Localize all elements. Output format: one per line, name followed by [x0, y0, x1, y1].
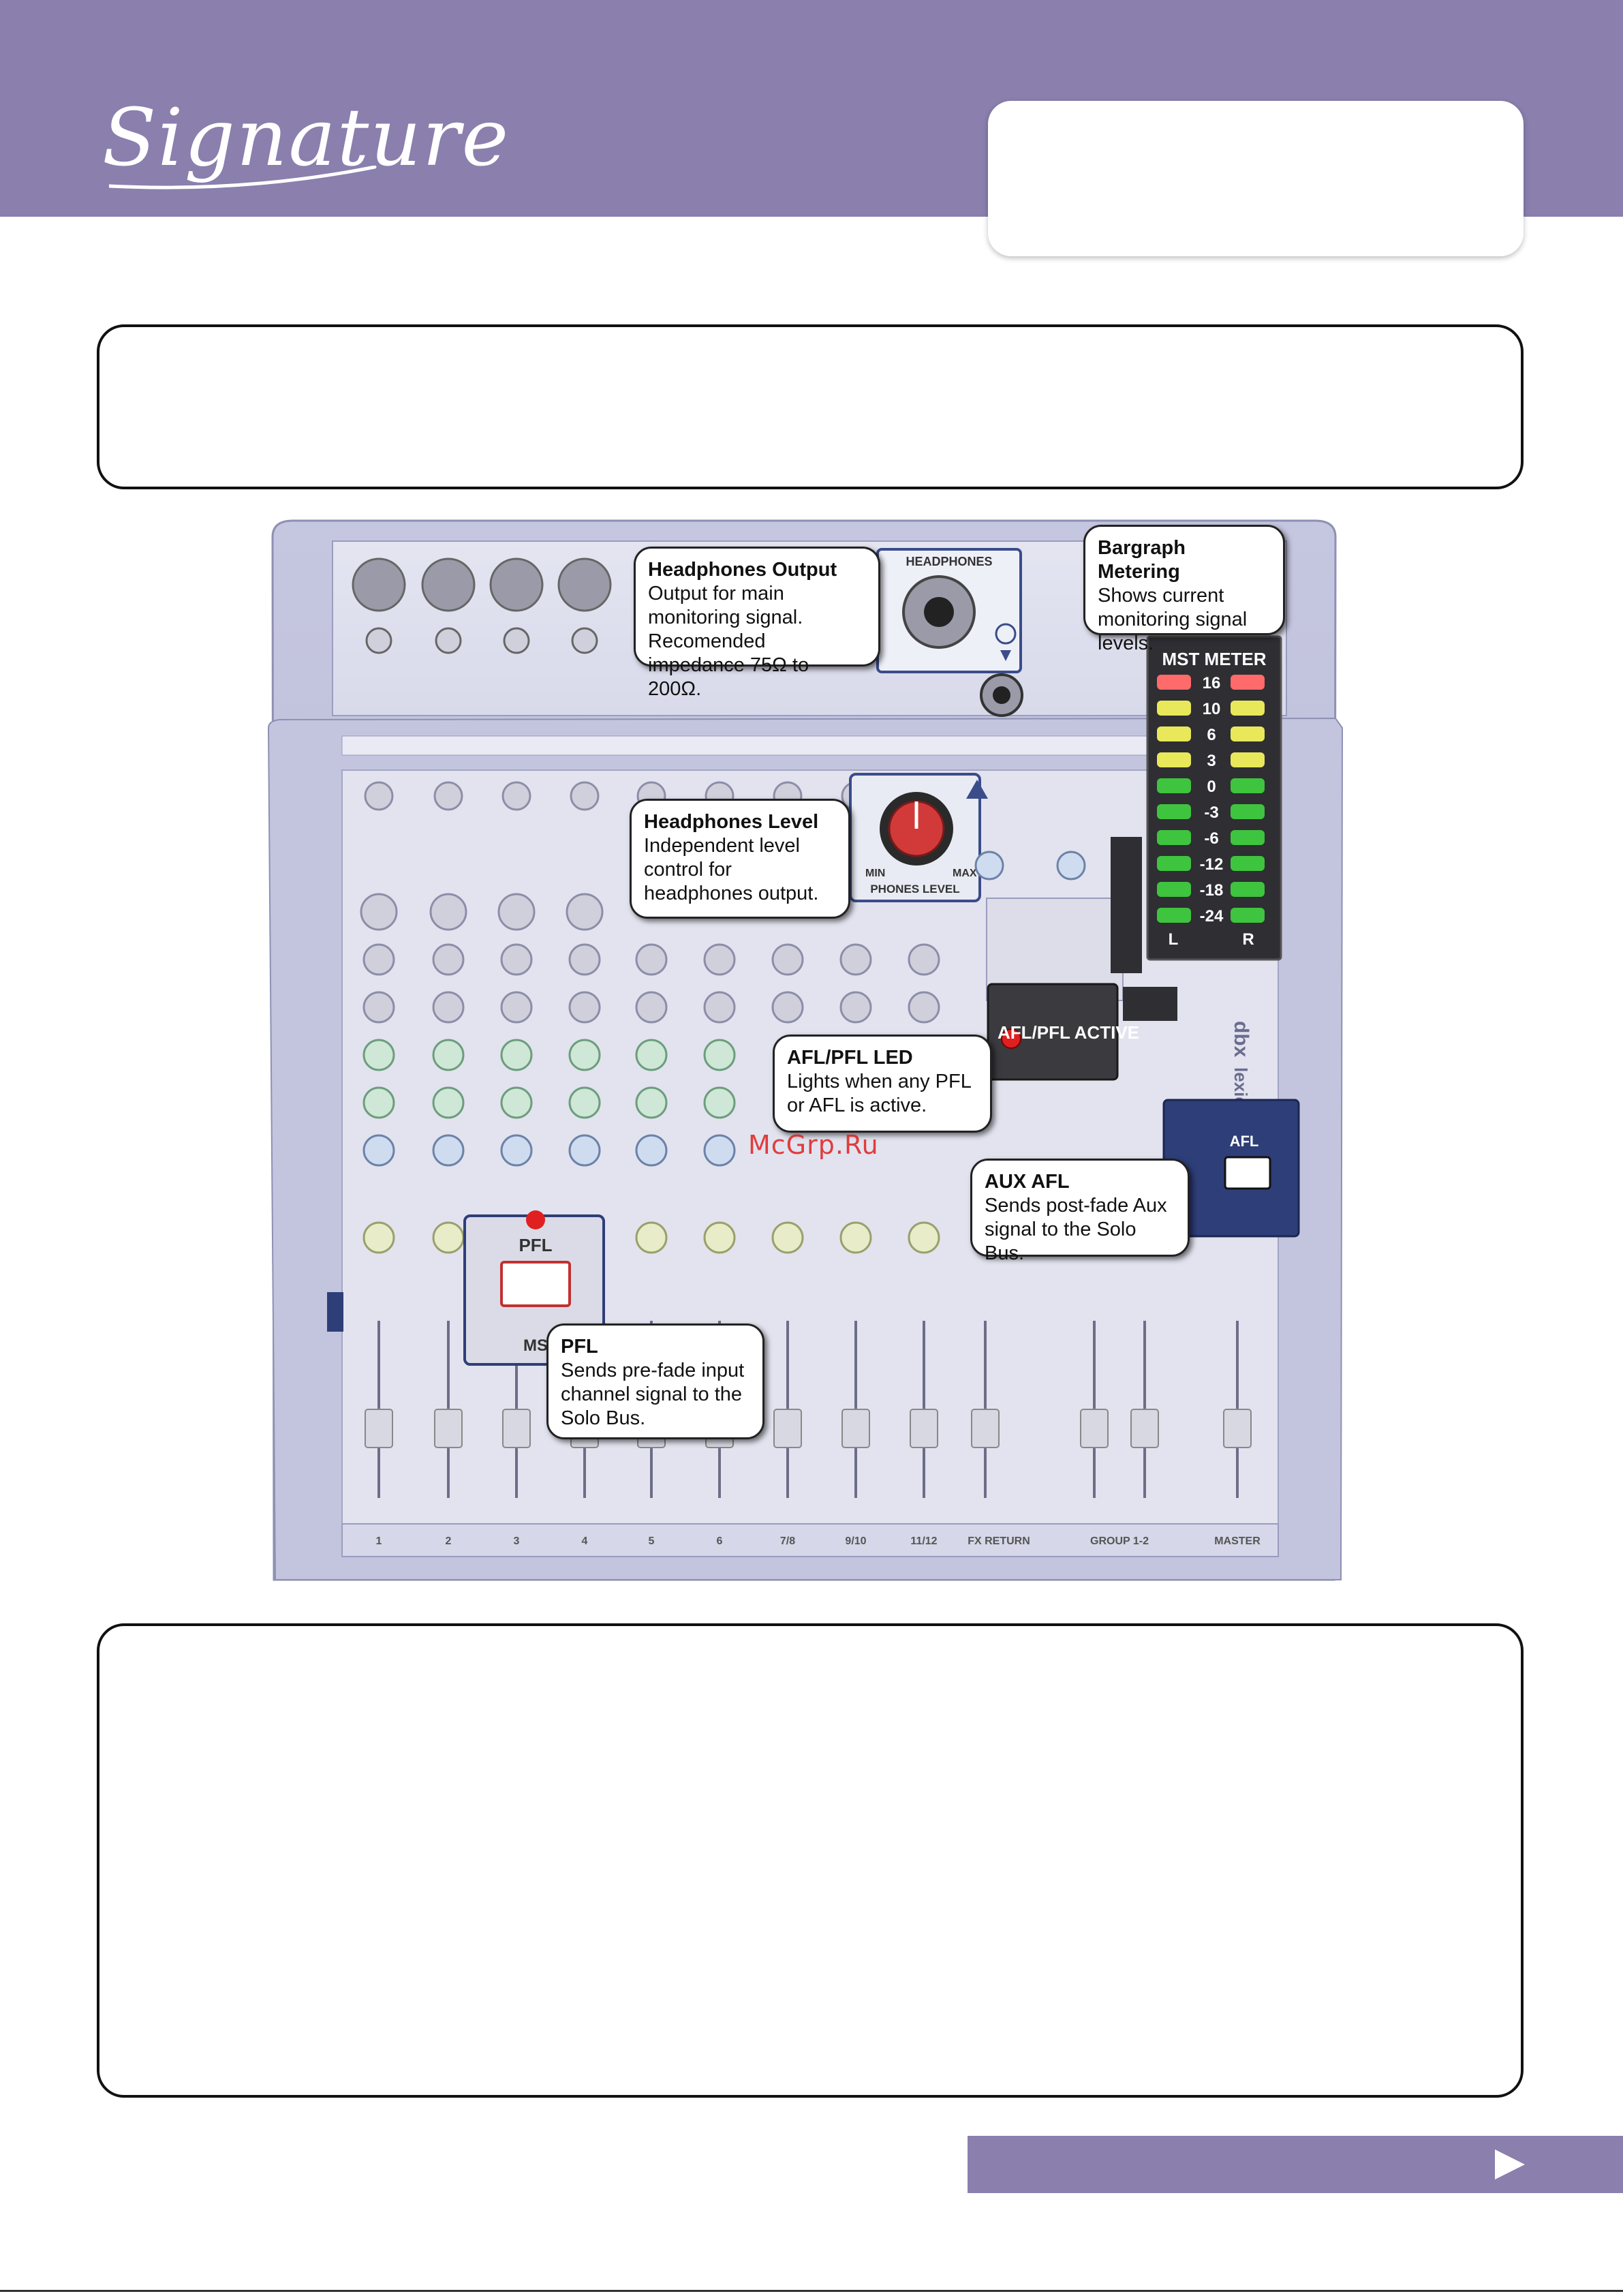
- meter-scale-minus3: -3: [1204, 803, 1218, 822]
- mst-meter-panel: [1146, 635, 1282, 961]
- meter-scale-minus24: -24: [1200, 907, 1224, 925]
- logo-text: Signature: [102, 92, 510, 184]
- strip-label-7-8: 7/8: [780, 1535, 795, 1547]
- pfl-button: [500, 1261, 571, 1307]
- callout-title: AFL/PFL LED: [787, 1047, 913, 1069]
- meter-left-label: L: [1169, 930, 1179, 949]
- next-page-bar[interactable]: [968, 2136, 1623, 2193]
- logo-swoosh-icon: [109, 166, 377, 189]
- afl-pfl-led-icon: [1001, 1028, 1021, 1049]
- pfl-panel-fragment: MS: [523, 1336, 548, 1355]
- strip-label-4: 4: [582, 1535, 588, 1547]
- strip-label-3: 3: [514, 1535, 520, 1547]
- meter-scale-0: 0: [1207, 778, 1216, 796]
- meter-right-label: R: [1242, 930, 1254, 949]
- afl-button: [1224, 1156, 1271, 1190]
- phones-min-label: MIN: [865, 868, 885, 879]
- afl-pfl-active-panel: [987, 983, 1119, 1081]
- callout-body: Sends post-fade Aux signal to the Solo B…: [985, 1195, 1167, 1264]
- phones-level-label: PHONES LEVEL: [870, 883, 959, 896]
- pfl-button-label: PFL: [519, 1235, 552, 1255]
- meter-scale-minus18: -18: [1200, 881, 1224, 900]
- dbx-mark: dbx: [1230, 1021, 1252, 1058]
- callout-headphones-output: Headphones Output Output for main monito…: [634, 547, 880, 700]
- meter-scale-6: 6: [1207, 726, 1216, 744]
- meter-title: MST METER: [1162, 649, 1266, 669]
- callout-title: PFL: [561, 1336, 598, 1358]
- footer-line: [0, 2290, 1623, 2292]
- strip-label-6: 6: [717, 1535, 723, 1547]
- strip-label-9-10: 9/10: [845, 1535, 866, 1547]
- channel-strips: [341, 769, 1279, 1557]
- callout-body: Lights when any PFL or AFL is active.: [787, 1071, 971, 1116]
- description-text-box: [97, 1623, 1524, 2098]
- callout-body: Sends pre-fade input channel signal to t…: [561, 1360, 745, 1429]
- meter-scale-10: 10: [1203, 700, 1221, 718]
- afl-pfl-active-label: AFL/PFL ACTIVE: [998, 1022, 1139, 1043]
- header-title-card: [988, 101, 1524, 256]
- signature-logo: Signature: [102, 92, 508, 194]
- strip-label-11-12: 11/12: [910, 1535, 937, 1547]
- callout-title: Bargraph Metering: [1098, 537, 1186, 583]
- afl-button-label: AFL: [1230, 1133, 1259, 1150]
- callout-body: Independent level control for headphones…: [644, 835, 819, 904]
- headphones-panel-label: HEADPHONES: [906, 555, 992, 568]
- meter-scale-minus12: -12: [1200, 855, 1224, 874]
- meter-scale-minus6: -6: [1204, 829, 1218, 848]
- callout-headphones-level: Headphones Level Independent level contr…: [630, 799, 850, 919]
- callout-bargraph-metering: Bargraph Metering Shows current monitori…: [1083, 525, 1285, 654]
- meter-scale-16: 16: [1203, 674, 1221, 692]
- callout-pfl: PFL Sends pre-fade input channel signal …: [546, 1323, 764, 1439]
- callout-title: AUX AFL: [985, 1171, 1070, 1193]
- xlr-inputs: [352, 557, 612, 654]
- meter-scale-3: 3: [1207, 752, 1216, 770]
- callout-afl-pfl-led: AFL/PFL LED Lights when any PFL or AFL i…: [773, 1035, 992, 1133]
- callout-title: Headphones Level: [644, 811, 819, 833]
- callout-aux-afl: AUX AFL Sends post-fade Aux signal to th…: [970, 1159, 1190, 1264]
- strip-label-master: MASTER: [1214, 1535, 1261, 1547]
- callout-body: Shows current monitoring signal levels.: [1098, 585, 1248, 654]
- strip-label-5: 5: [649, 1535, 655, 1547]
- watermark: McGrp.Ru: [748, 1130, 879, 1160]
- callout-body: Output for main monitoring signal. Recom…: [648, 583, 809, 700]
- phones-max-label: MAX: [953, 868, 977, 879]
- next-arrow-icon[interactable]: [1495, 2149, 1525, 2179]
- strip-label-fx-return: FX RETURN: [968, 1535, 1030, 1547]
- strip-label-1: 1: [376, 1535, 382, 1547]
- strip-label-group: GROUP 1-2: [1090, 1535, 1149, 1547]
- strip-label-2: 2: [446, 1535, 452, 1547]
- callout-title: Headphones Output: [648, 559, 837, 581]
- meter-leds: [1157, 675, 1265, 923]
- intro-text-box: [97, 324, 1524, 489]
